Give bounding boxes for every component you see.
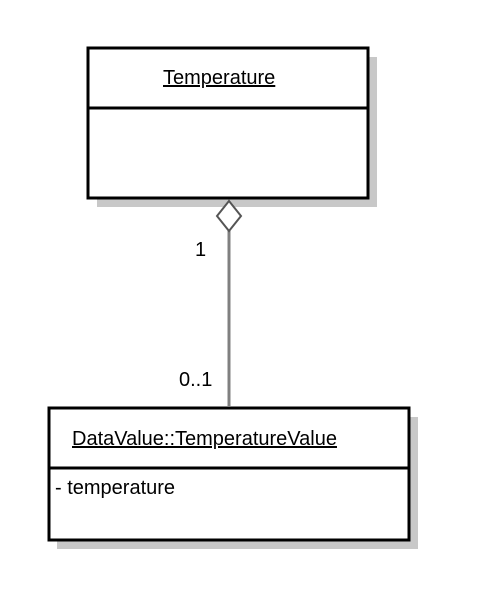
temperature-attribute: - temperature bbox=[55, 477, 176, 499]
temperature-class-name: Temperature bbox=[163, 67, 276, 89]
temperature-class-box[interactable] bbox=[86, 46, 370, 200]
temperature-value-class-outline bbox=[47, 406, 411, 542]
temperature-class-outline bbox=[86, 46, 370, 200]
source-multiplicity: 1 bbox=[195, 239, 207, 261]
temperature-value-class-box[interactable] bbox=[47, 406, 411, 542]
target-multiplicity: 0..1 bbox=[179, 369, 213, 391]
temperature-value-class-name: DataValue::TemperatureValue bbox=[72, 428, 337, 450]
aggregation-diamond-icon bbox=[215, 199, 243, 233]
